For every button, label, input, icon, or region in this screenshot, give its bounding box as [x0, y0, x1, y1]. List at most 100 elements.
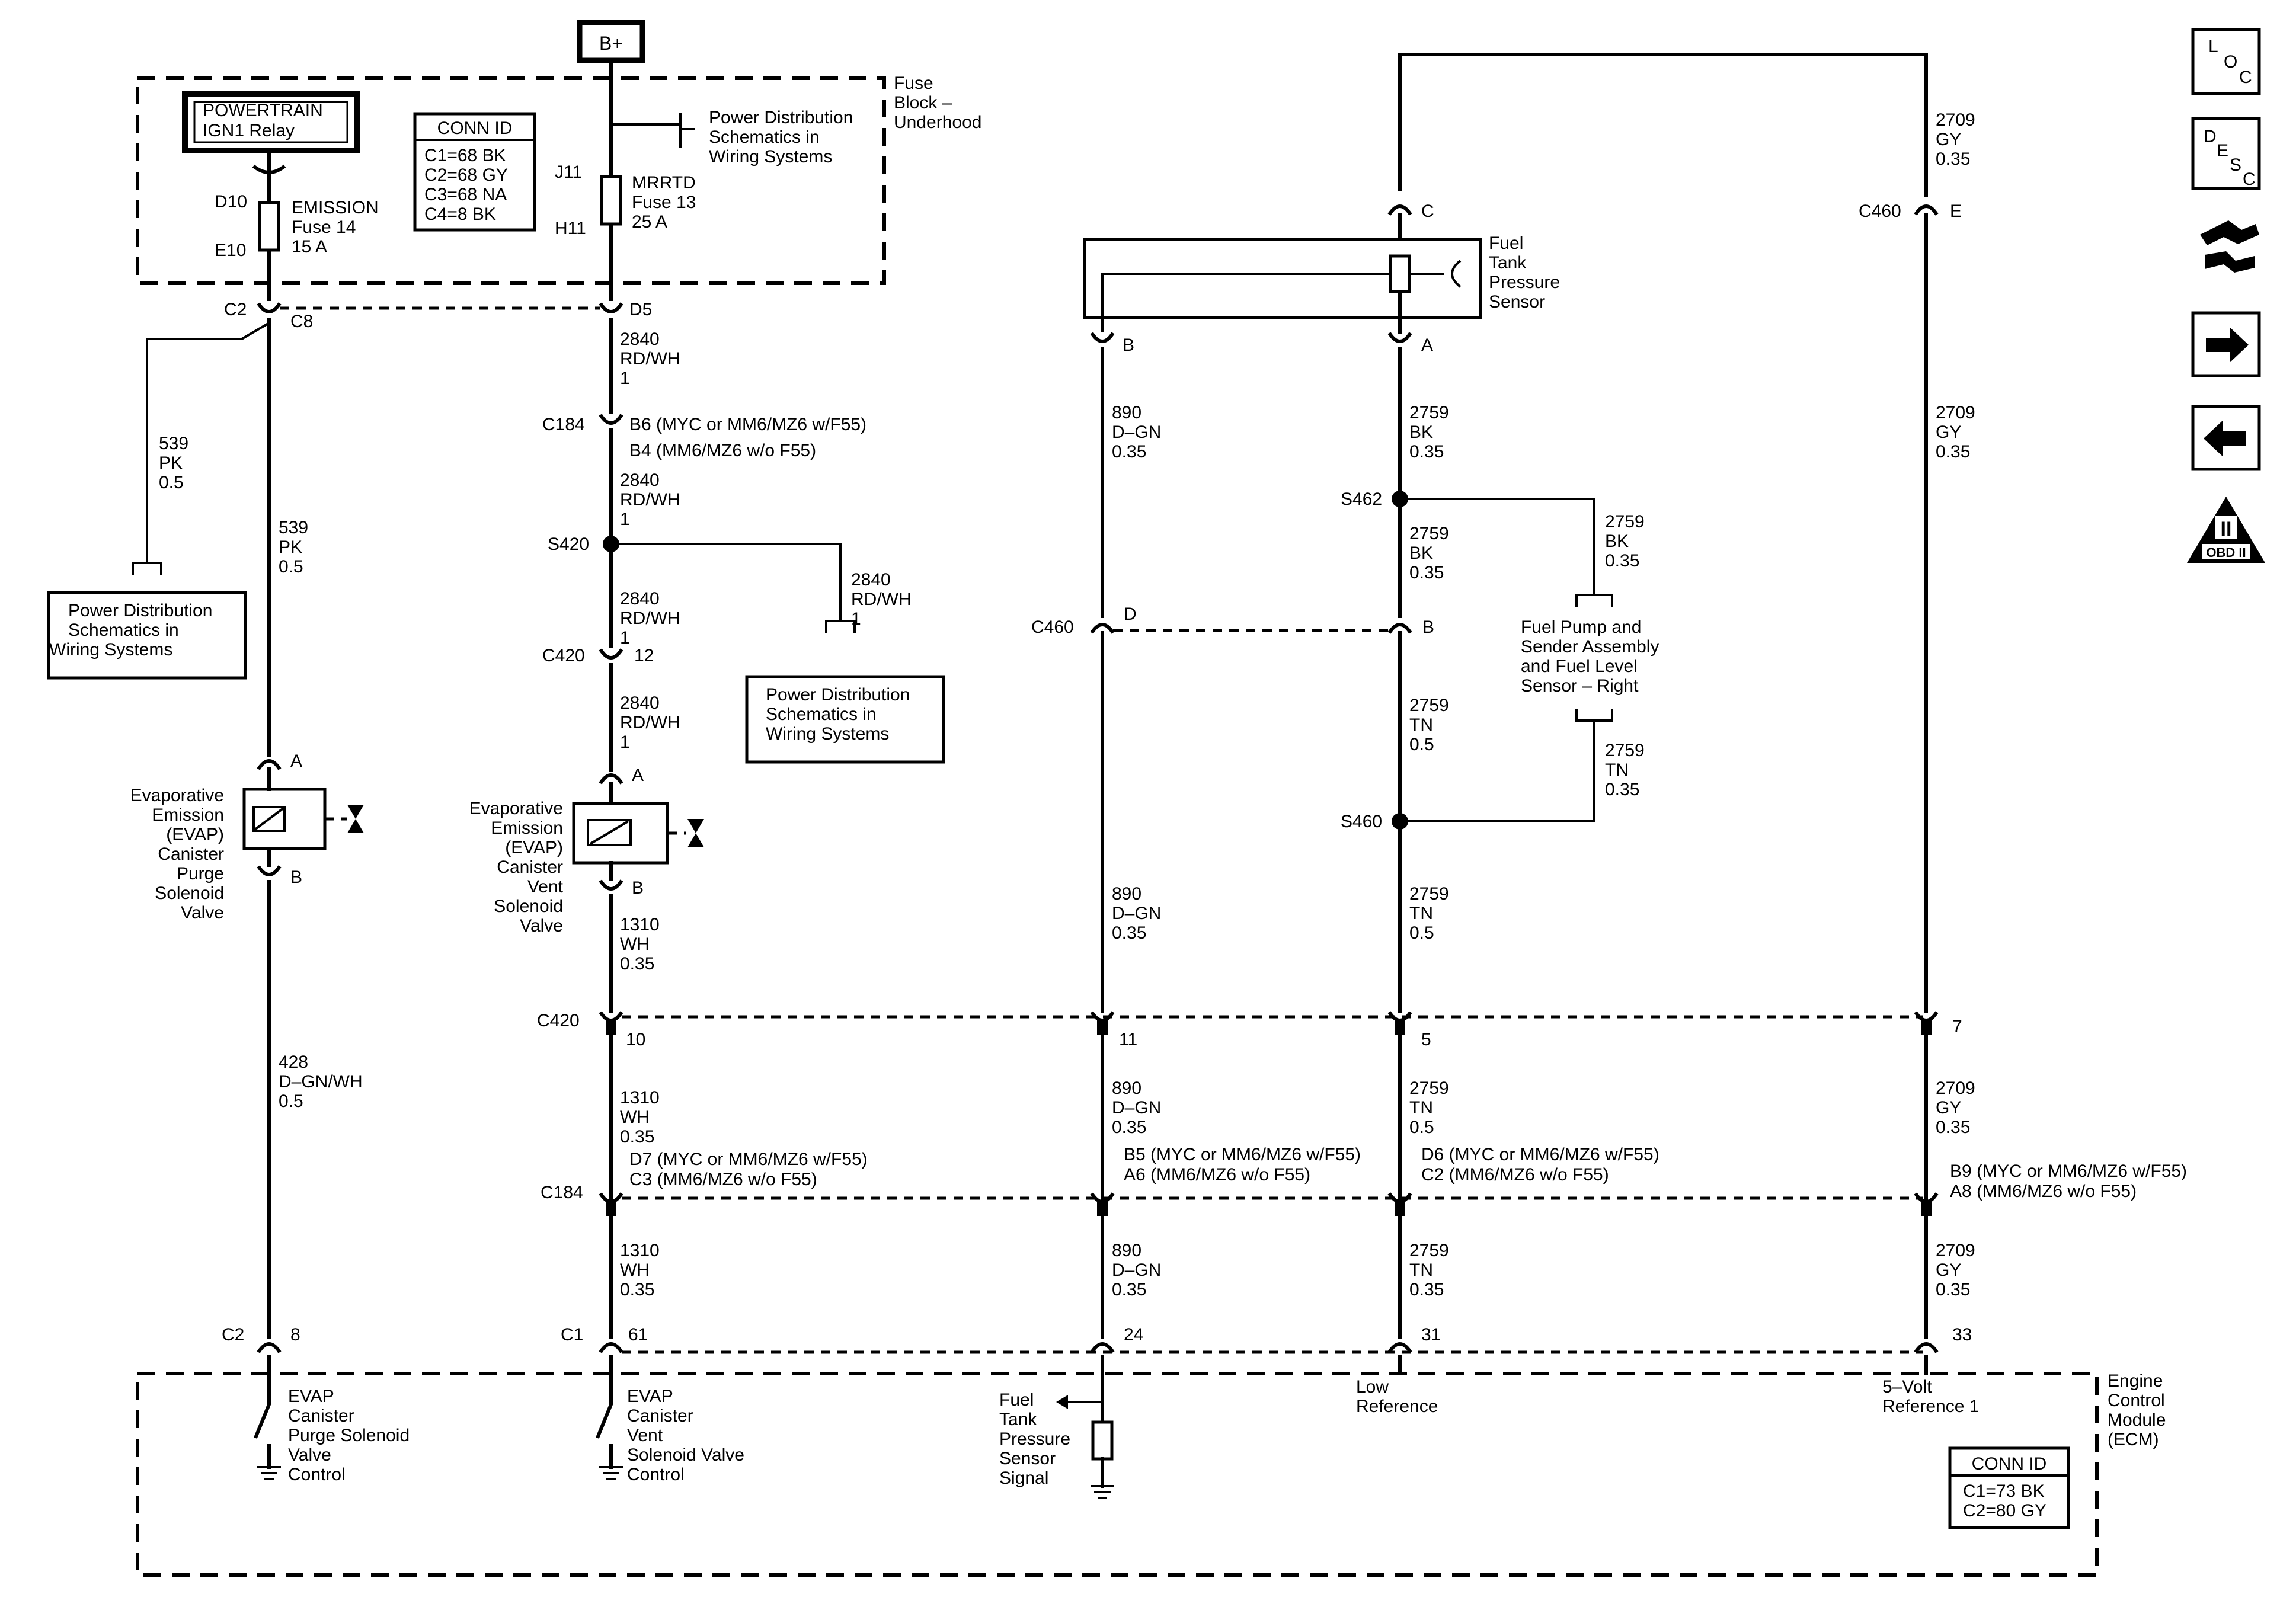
- wire-890-d: 890 D–GN 0.35: [1112, 1241, 1161, 1299]
- svg-text:Power Distribution: Power Distribution: [68, 601, 212, 620]
- svg-text:PK: PK: [279, 537, 302, 557]
- svg-text:RD/WH: RD/WH: [620, 609, 680, 628]
- svg-text:1: 1: [620, 510, 630, 529]
- svg-text:0.35: 0.35: [1112, 1118, 1146, 1137]
- fuse14-label: EMISSION Fuse 14 15 A: [292, 198, 379, 257]
- wire-1310-a: 1310 WH 0.35: [620, 915, 660, 974]
- svg-text:GY: GY: [1936, 130, 1961, 149]
- svg-text:0.5: 0.5: [159, 473, 184, 492]
- conn-c184-top: C184: [542, 415, 585, 434]
- svg-text:MRRTD: MRRTD: [632, 173, 696, 193]
- pin-5: 5: [1421, 1030, 1431, 1049]
- svg-text:TN: TN: [1605, 760, 1629, 780]
- purge-control-label: EVAP Canister Purge Solenoid Valve Contr…: [288, 1387, 410, 1484]
- svg-text:Power Distribution: Power Distribution: [709, 108, 853, 127]
- wire-1310-c: 1310 WH 0.35: [620, 1241, 660, 1299]
- svg-text:OBD II: OBD II: [2206, 545, 2246, 560]
- s460-label: S460: [1341, 812, 1382, 831]
- svg-text:RD/WH: RD/WH: [620, 490, 680, 510]
- svg-text:Solenoid: Solenoid: [494, 897, 563, 916]
- b5-note: B5 (MYC or MM6/MZ6 w/F55): [1124, 1145, 1361, 1164]
- svg-text:0.35: 0.35: [1409, 563, 1444, 582]
- svg-text:1: 1: [620, 628, 630, 648]
- svg-text:C4=8 BK: C4=8 BK: [424, 204, 496, 224]
- fuse-block-label: Fuse Block – Underhood: [894, 73, 981, 132]
- svg-text:Reference: Reference: [1356, 1397, 1438, 1416]
- svg-text:0.35: 0.35: [1936, 442, 1970, 462]
- forward-arrow-icon[interactable]: [2191, 311, 2261, 377]
- svg-text:0.35: 0.35: [1605, 780, 1639, 799]
- fuel-tank-pressure-sensor: [1083, 238, 1482, 332]
- svg-text:Pressure: Pressure: [1489, 273, 1560, 292]
- svg-text:TN: TN: [1409, 904, 1433, 923]
- svg-text:and Fuel Level: and Fuel Level: [1521, 657, 1638, 676]
- svg-text:Control: Control: [288, 1465, 346, 1484]
- wire-539-left: 539 PK 0.5: [159, 434, 188, 492]
- fuse13-top-pin: J11: [555, 162, 582, 182]
- connector-female: [1090, 1011, 1115, 1022]
- svg-text:C: C: [2239, 68, 2252, 87]
- svg-text:Fuse 14: Fuse 14: [292, 217, 356, 237]
- svg-text:Underhood: Underhood: [894, 113, 981, 132]
- obd-ii-icon[interactable]: II OBD II: [2187, 497, 2265, 563]
- loc-icon[interactable]: L O C: [2191, 28, 2261, 95]
- purge-valve-label: Evaporative Emission (EVAP) Canister Pur…: [130, 786, 224, 923]
- ecm-label: Engine Control Module (ECM): [2108, 1371, 2166, 1449]
- svg-text:S: S: [2230, 155, 2241, 175]
- connector-wrench-icon[interactable]: [2200, 220, 2259, 273]
- svg-text:1310: 1310: [620, 1088, 660, 1108]
- a8-note: A8 (MM6/MZ6 w/o F55): [1950, 1182, 2137, 1201]
- wire-890-a: 890 D–GN 0.35: [1112, 403, 1161, 462]
- wire-2759-b: 2759 BK 0.35: [1409, 524, 1449, 582]
- fuse-block-conn-id: CONN ID C1=68 BK C2=68 GY C3=68 NA C4=8 …: [413, 112, 536, 232]
- pin-11: 11: [1119, 1030, 1137, 1049]
- conn-c460-top: C460: [1859, 201, 1901, 221]
- svg-text:2759: 2759: [1409, 1078, 1449, 1098]
- b9-note: B9 (MYC or MM6/MZ6 w/F55): [1950, 1161, 2187, 1181]
- svg-text:Vent: Vent: [627, 1426, 663, 1445]
- svg-text:EMISSION: EMISSION: [292, 198, 379, 217]
- svg-text:1310: 1310: [620, 1241, 660, 1260]
- svg-text:Fuse 13: Fuse 13: [632, 193, 696, 212]
- evap-purge-solenoid-valve: [242, 788, 364, 850]
- sensor-pin-c: C: [1421, 201, 1434, 221]
- pin-61: 61: [628, 1325, 648, 1345]
- svg-text:539: 539: [159, 434, 188, 453]
- s420-label: S420: [548, 534, 589, 554]
- back-arrow-icon[interactable]: [2191, 405, 2261, 471]
- svg-text:PK: PK: [159, 453, 183, 473]
- svg-text:TN: TN: [1409, 1260, 1433, 1280]
- svg-text:Emission: Emission: [491, 818, 563, 838]
- svg-text:Valve: Valve: [520, 916, 563, 936]
- svg-text:1: 1: [620, 369, 630, 388]
- pin-8: 8: [290, 1325, 300, 1345]
- pin-7: 7: [1952, 1017, 1962, 1036]
- svg-text:BK: BK: [1409, 543, 1433, 563]
- svg-text:1: 1: [620, 732, 630, 752]
- svg-text:Fuel: Fuel: [1489, 233, 1523, 253]
- d7-note: D7 (MYC or MM6/MZ6 w/F55): [629, 1150, 868, 1169]
- svg-text:2840: 2840: [620, 693, 660, 713]
- svg-text:Valve: Valve: [288, 1445, 331, 1465]
- svg-text:0.5: 0.5: [279, 557, 303, 577]
- wire-2709-c: 2709 GY 0.35: [1936, 1078, 1975, 1137]
- svg-text:Signal: Signal: [999, 1468, 1048, 1488]
- svg-text:EVAP: EVAP: [627, 1387, 673, 1406]
- desc-icon[interactable]: D E S C: [2191, 117, 2261, 190]
- fuse14-bottom-pin: E10: [215, 241, 246, 260]
- svg-text:Sensor: Sensor: [999, 1449, 1056, 1468]
- svg-text:(EVAP): (EVAP): [505, 838, 563, 857]
- svg-text:0.35: 0.35: [1936, 1118, 1970, 1137]
- svg-text:(ECM): (ECM): [2108, 1430, 2159, 1449]
- svg-text:890: 890: [1112, 1241, 1141, 1260]
- svg-text:L: L: [2208, 37, 2218, 56]
- wire-2709-b: 2709 GY 0.35: [1936, 403, 1975, 462]
- svg-text:2840: 2840: [620, 589, 660, 609]
- svg-text:0.5: 0.5: [1409, 923, 1434, 943]
- svg-text:0.35: 0.35: [620, 1280, 654, 1299]
- engine-control-module: [136, 1372, 2099, 1577]
- conn-c8-top: C8: [290, 312, 313, 331]
- svg-text:E: E: [2217, 141, 2228, 161]
- center-pds-box: Power Distribution Schematics in Wiring …: [745, 675, 945, 764]
